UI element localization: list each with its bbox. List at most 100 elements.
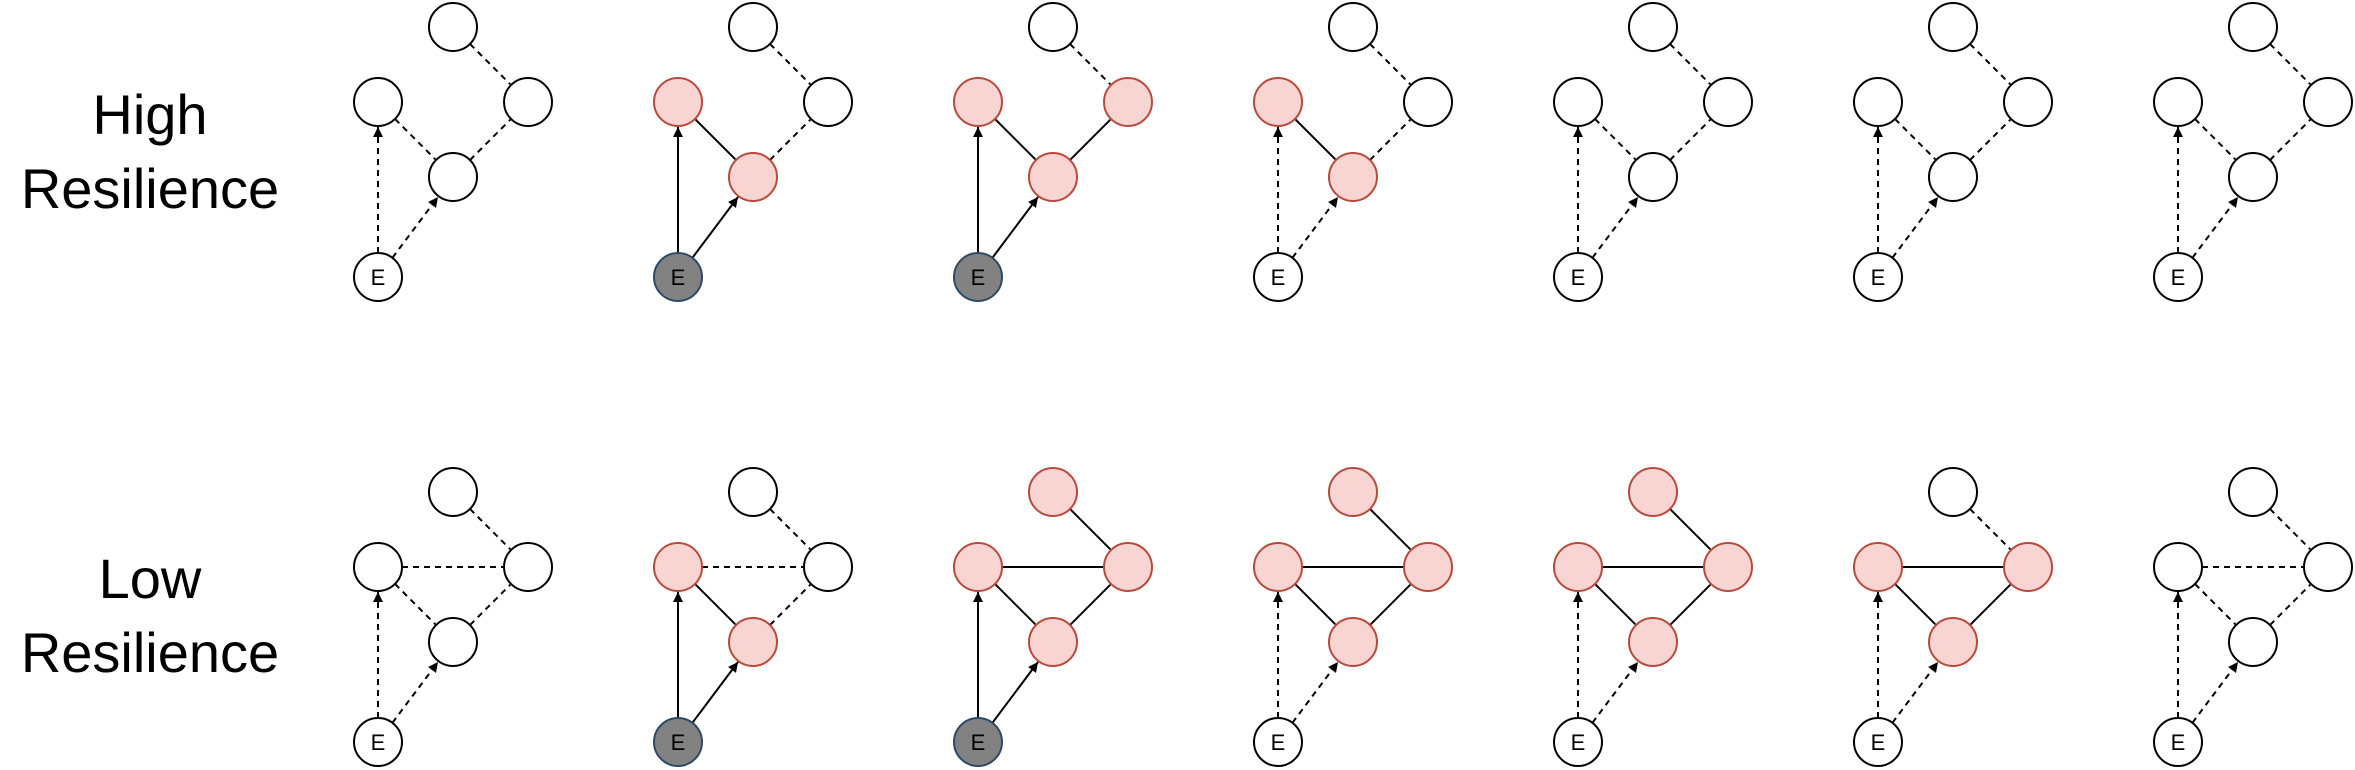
edge-inactive <box>769 583 812 626</box>
node-inactive <box>1928 467 1978 517</box>
edge-active <box>1894 583 1937 626</box>
exposure-node-label: E <box>1571 265 1586 290</box>
node-inactive <box>2303 542 2353 592</box>
row-label-low-resilience: Low Resilience <box>0 542 300 690</box>
node-inactive <box>2153 542 2203 592</box>
exposure-node <box>1853 717 1903 767</box>
edge-inactive <box>394 583 437 626</box>
node-inactive <box>1403 77 1453 127</box>
edge-active <box>1369 508 1412 551</box>
exposure-node-label: E <box>371 265 386 290</box>
edge-inactive <box>769 508 812 551</box>
graph-panel: E <box>1853 2 2053 302</box>
edge-inactive <box>2191 196 2239 259</box>
edge-active <box>1969 583 2012 626</box>
edge-active <box>1069 583 1112 626</box>
row-label-line1: High <box>92 83 208 146</box>
node-inactive <box>2228 617 2278 667</box>
edge-inactive <box>1291 661 1339 724</box>
exposure-node-label: E <box>1871 265 1886 290</box>
node-inactive <box>2228 467 2278 517</box>
node-active <box>2003 542 2053 592</box>
row-label-line2: Resilience <box>20 157 280 220</box>
edge-inactive <box>1894 118 1937 161</box>
edge-inactive <box>391 661 439 724</box>
graph-panel: E <box>1853 467 2053 767</box>
edge-active <box>1669 583 1712 626</box>
edge-active <box>994 118 1037 161</box>
edge-active <box>991 661 1039 724</box>
node-active <box>1328 152 1378 202</box>
edge-inactive <box>2269 118 2312 161</box>
node-inactive <box>1028 2 1078 52</box>
node-active <box>1028 152 1078 202</box>
node-inactive <box>1928 2 1978 52</box>
exposure-node-label: E <box>1271 265 1286 290</box>
exposure-node-label: E <box>2171 265 2186 290</box>
edge-inactive <box>1891 196 1939 259</box>
edge-active <box>994 583 1037 626</box>
row-label-line2: Resilience <box>20 621 280 684</box>
edge-inactive <box>1369 118 1412 161</box>
node-active <box>728 152 778 202</box>
edge-inactive <box>391 196 439 259</box>
node-active <box>653 542 703 592</box>
node-active <box>1103 542 1153 592</box>
node-active <box>1328 617 1378 667</box>
edge-inactive <box>769 43 812 86</box>
exposure-node <box>2153 717 2203 767</box>
edge-active <box>1594 583 1637 626</box>
exposure-node <box>353 717 403 767</box>
edge-inactive <box>1969 508 2012 551</box>
exposure-node-exposed <box>653 252 703 302</box>
graph-panel: E <box>1253 2 1453 302</box>
node-inactive <box>2153 77 2203 127</box>
node-inactive <box>428 617 478 667</box>
exposure-node-label: E <box>1571 730 1586 755</box>
exposure-node-label: E <box>1271 730 1286 755</box>
edge-inactive <box>1069 43 1112 86</box>
row-label-line1: Low <box>98 547 202 610</box>
edge-inactive <box>1891 661 1939 724</box>
exposure-node <box>1253 717 1303 767</box>
node-inactive <box>1628 152 1678 202</box>
exposure-node <box>353 252 403 302</box>
node-active <box>1403 542 1453 592</box>
edge-inactive <box>1591 661 1639 724</box>
node-active <box>1628 467 1678 517</box>
node-active <box>653 77 703 127</box>
edge-inactive <box>1369 43 1412 86</box>
graph-panel: E <box>1553 467 1753 767</box>
graph-panel: E <box>653 2 853 302</box>
node-active <box>1253 77 1303 127</box>
node-inactive <box>503 542 553 592</box>
graph-panel: E <box>653 467 853 767</box>
node-active <box>1253 542 1303 592</box>
node-inactive <box>2303 77 2353 127</box>
edge-inactive <box>469 43 512 86</box>
node-inactive <box>1928 152 1978 202</box>
exposure-node-label: E <box>671 730 686 755</box>
edge-inactive <box>1669 43 1712 86</box>
graph-panel: E <box>353 2 553 302</box>
edge-inactive <box>469 508 512 551</box>
edge-inactive <box>1291 196 1339 259</box>
exposure-node <box>2153 252 2203 302</box>
exposure-node-exposed <box>953 252 1003 302</box>
node-inactive <box>353 77 403 127</box>
edge-inactive <box>1591 196 1639 259</box>
exposure-node <box>1553 252 1603 302</box>
edge-inactive <box>469 583 512 626</box>
node-inactive <box>2228 152 2278 202</box>
graph-panel: E <box>1553 2 1753 302</box>
node-inactive <box>428 467 478 517</box>
node-inactive <box>503 77 553 127</box>
exposure-node <box>1853 252 1903 302</box>
node-inactive <box>1553 77 1603 127</box>
node-active <box>1028 467 1078 517</box>
graph-panel: E <box>2153 2 2353 302</box>
node-inactive <box>1703 77 1753 127</box>
node-inactive <box>353 542 403 592</box>
